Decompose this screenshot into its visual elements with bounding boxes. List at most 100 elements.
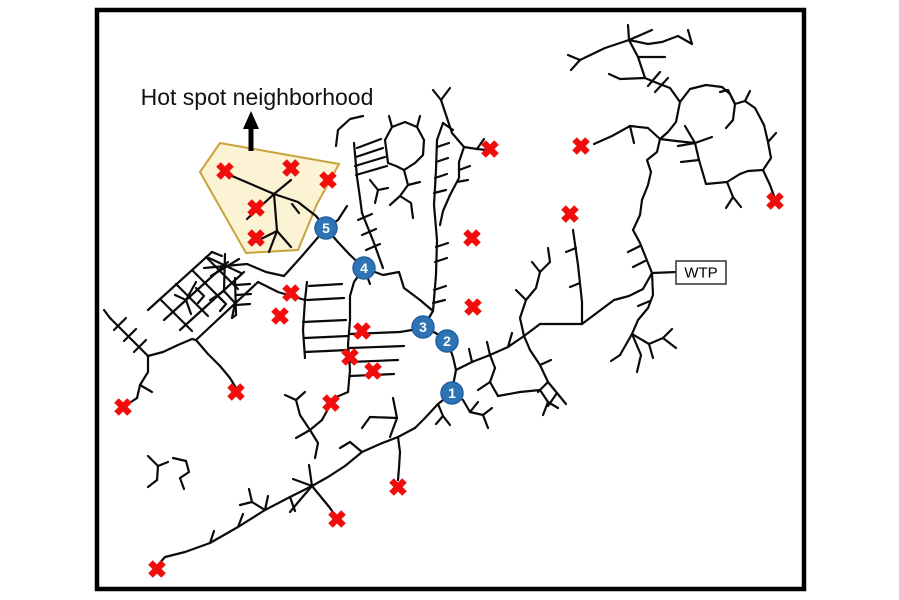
pipe-segment [441, 121, 455, 132]
pipe-segment [275, 229, 293, 249]
pipe-segment [431, 298, 447, 305]
pipe-segment [693, 135, 714, 145]
pipe-segment [194, 280, 260, 342]
pipe-segment [481, 413, 490, 430]
pipe-segment [455, 178, 470, 184]
contamination-x-marker [364, 362, 382, 380]
pipe-segment [173, 293, 188, 302]
pipe-segment [647, 342, 655, 360]
pipe-segment [360, 415, 372, 430]
pipe-segment [398, 168, 410, 198]
pipe-segment [238, 500, 267, 512]
pipe-segment [383, 120, 426, 172]
pipe-segment [496, 388, 542, 398]
pipe-segment [294, 390, 307, 402]
pipe-segment [481, 406, 494, 417]
pipe-segment [488, 380, 500, 398]
pipe-segment [434, 241, 450, 249]
pipe-segment [766, 131, 778, 144]
pipe-segment [354, 146, 385, 159]
pipe-segment [528, 348, 550, 384]
pipe-segment [530, 260, 542, 274]
pipe-segment [360, 227, 378, 237]
pipe-segment [353, 155, 387, 168]
pipe-segment [555, 391, 568, 406]
pipe-segment [234, 282, 252, 287]
pipe-segment [688, 83, 724, 91]
contamination-x-marker [389, 478, 407, 496]
pipe-segment [431, 88, 443, 102]
pipe-segment [156, 460, 170, 468]
pipe-segment [290, 202, 301, 215]
pipe-segment [301, 298, 307, 360]
pipe-segment [538, 246, 552, 274]
pipe-segment [122, 327, 138, 343]
pipe-segment [653, 76, 670, 94]
sensor-circle [435, 329, 459, 353]
pipe-segment [743, 89, 752, 103]
pipe-segment [631, 137, 662, 232]
pipe-segment [354, 164, 389, 177]
pipe-segment [636, 299, 652, 308]
sensor-number: 5 [322, 220, 330, 236]
pipe-segment [679, 158, 701, 164]
pipe-segment [368, 178, 380, 205]
pipe-segment [247, 487, 254, 504]
contamination-x-marker [766, 192, 784, 210]
sensor-circle [352, 256, 376, 280]
pipe-segment [406, 180, 422, 187]
pipe-segment [568, 281, 582, 289]
sensor-node-3: 3 [411, 315, 435, 339]
pipe-segment [658, 137, 697, 145]
pipe-segment [524, 270, 542, 302]
pipe-segment [391, 396, 399, 420]
contamination-x-marker [114, 398, 132, 416]
pipe-segment [646, 70, 662, 88]
sensor-circle [411, 315, 435, 339]
pipe-segment [661, 327, 674, 340]
contamination-x-marker [353, 322, 371, 340]
sensor-circle [440, 381, 464, 405]
sensor-node-5: 5 [314, 216, 338, 240]
pipe-segment [538, 388, 550, 417]
pipe-segment [257, 229, 279, 242]
pipe-segment [724, 102, 737, 130]
hotspot-callout: Hot spot neighborhood [141, 84, 373, 151]
pipe-segment [650, 270, 679, 275]
pipe-segment [435, 141, 451, 149]
pipe-segment [475, 137, 486, 151]
pipe-segment [263, 494, 270, 512]
wtp-label-box [675, 260, 727, 285]
pipe-segment [388, 416, 399, 439]
pipe-segment [439, 98, 449, 120]
pipe-segment [422, 121, 445, 328]
pipe-segment [454, 322, 542, 372]
pipe-segment [387, 114, 394, 129]
pipe-segment [346, 294, 352, 394]
pipe-segment [731, 195, 743, 209]
sensor-number: 3 [419, 319, 427, 335]
pipe-segment [305, 296, 346, 302]
pipe-segment [362, 266, 435, 313]
pipe-segment [398, 194, 415, 220]
pipe-segment [468, 400, 480, 414]
pipe-network-lines [102, 23, 778, 567]
pipe-segment [336, 114, 365, 132]
contamination-x-marker [481, 140, 499, 158]
pipe-segment [178, 270, 246, 332]
pipe-segment [301, 318, 348, 324]
pipe-segment [631, 259, 647, 269]
sensor-node-2: 2 [435, 329, 459, 353]
pipe-segment [162, 260, 230, 322]
contamination-x-marker [282, 159, 300, 177]
pipe-segment [592, 124, 662, 146]
pipe-segment [580, 271, 654, 326]
wtp-label: WTP [684, 265, 717, 282]
pipe-segment [514, 288, 528, 302]
pipe-segment [294, 398, 312, 432]
pipe-segment [578, 38, 631, 62]
pipe-segment [566, 53, 582, 62]
pipe-segment [171, 456, 191, 491]
pipe-segment [208, 529, 216, 545]
